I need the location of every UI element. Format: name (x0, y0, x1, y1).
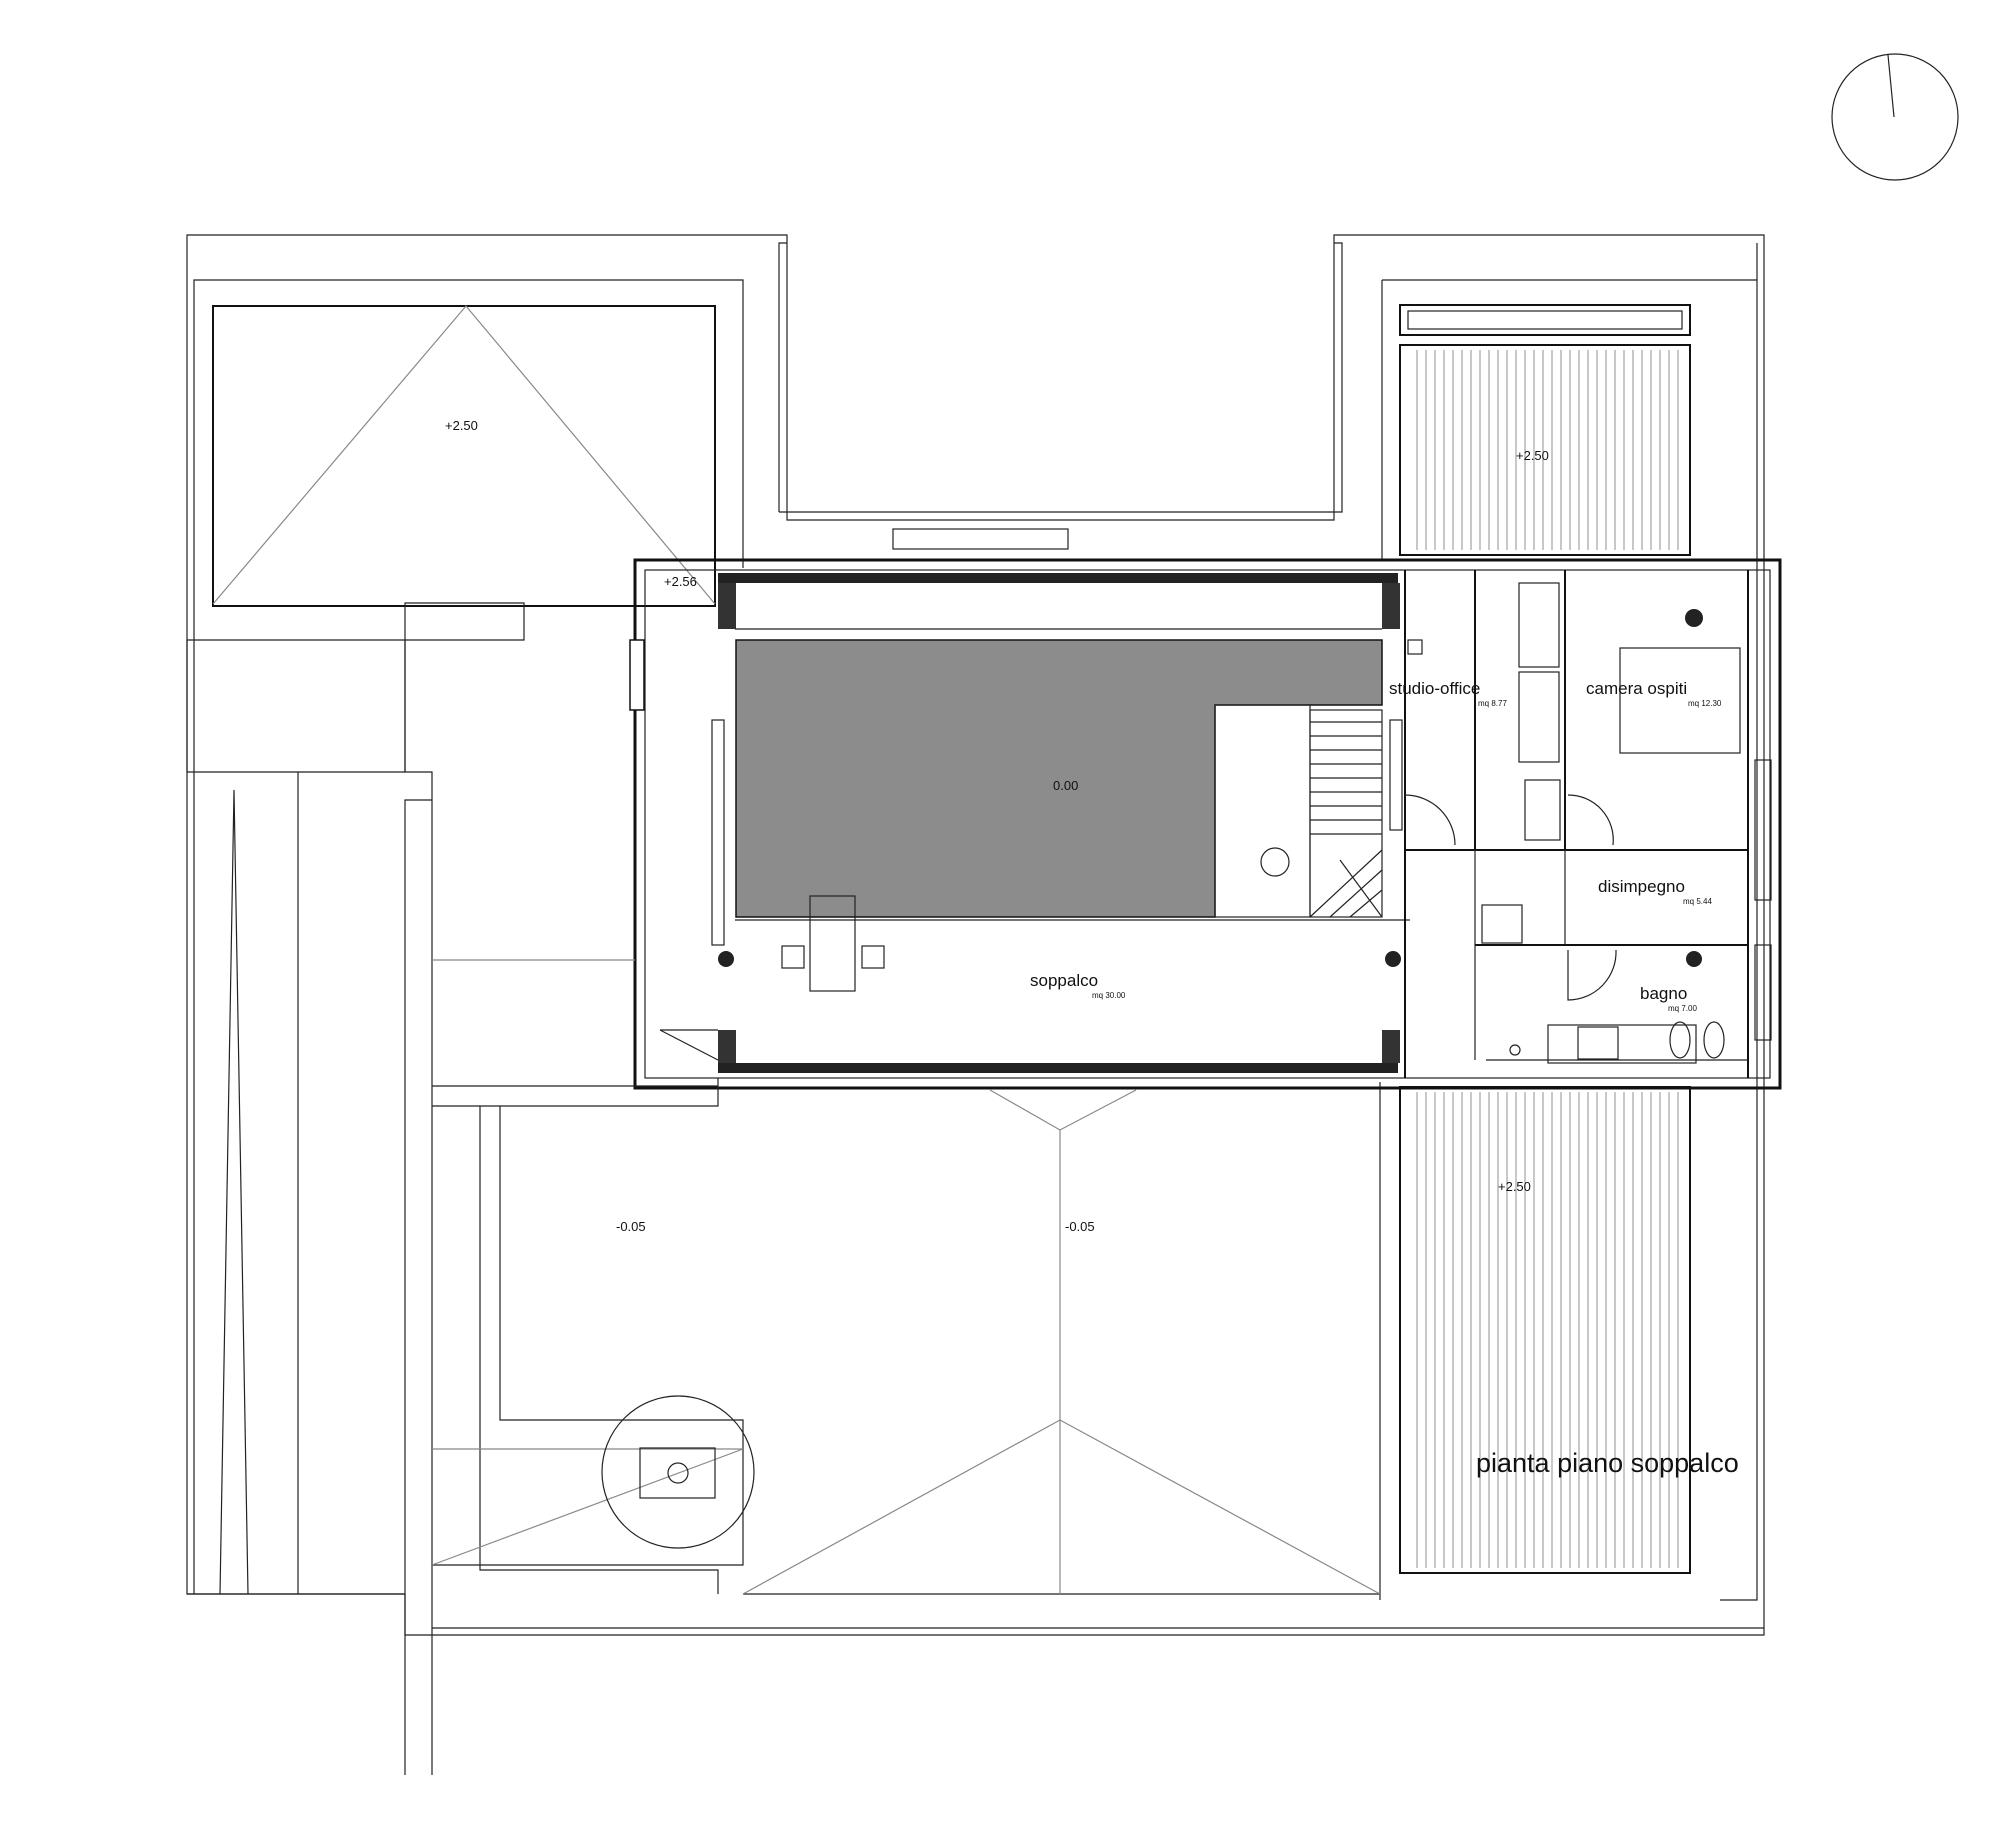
camera-ospiti-label: camera ospiti (1586, 679, 1687, 698)
disimpegno-area-label: mq 5.44 (1683, 897, 1712, 906)
roof-top-left-elevation: +2.50 (445, 418, 478, 433)
loft-building (629, 528, 1782, 1090)
roof-bottom-right-elevation: +2.50 (1498, 1179, 1531, 1194)
camera-ospiti-area-label: mq 12.30 (1688, 699, 1722, 708)
soppalco-area: soppalco mq 30.00 (659, 719, 1401, 1061)
terrace-left-elevation: -0.05 (616, 1219, 646, 1234)
roof-top-right-elevation: +2.50 (1516, 448, 1549, 463)
studio-office-area-label: mq 8.77 (1478, 699, 1507, 708)
bagno-label: bagno (1640, 984, 1687, 1003)
site-outline (186, 234, 1765, 1775)
right-rooms: studio-office mq 8.77 camera ospiti mq 1… (1389, 570, 1772, 1078)
drawing-title: pianta piano soppalco (1476, 1448, 1739, 1478)
left-wing (186, 602, 525, 1595)
roof-bottom-right: +2.50 (1399, 1086, 1691, 1574)
north-arrow-icon (1831, 53, 1959, 181)
studio-office-label: studio-office (1389, 679, 1480, 698)
soppalco-area-label: mq 30.00 (1092, 991, 1126, 1000)
void-elevation: 0.00 (1053, 778, 1078, 793)
loft-corner-elevation: +2.56 (664, 574, 697, 589)
disimpegno-label: disimpegno (1598, 877, 1685, 896)
soppalco-label: soppalco (1030, 971, 1098, 990)
staircase (1214, 704, 1403, 918)
double-height-void: 0.00 (735, 639, 1383, 918)
roof-ribs-bottom (1416, 1092, 1679, 1568)
bagno-area-label: mq 7.00 (1668, 1004, 1697, 1013)
roof-top-left: +2.50 (212, 305, 716, 607)
roof-top-right: +2.50 (1399, 304, 1691, 556)
terraces: -0.05 -0.05 (431, 959, 1381, 1595)
roof-ribs-top (1416, 350, 1679, 550)
terrace-center-elevation: -0.05 (1065, 1219, 1095, 1234)
